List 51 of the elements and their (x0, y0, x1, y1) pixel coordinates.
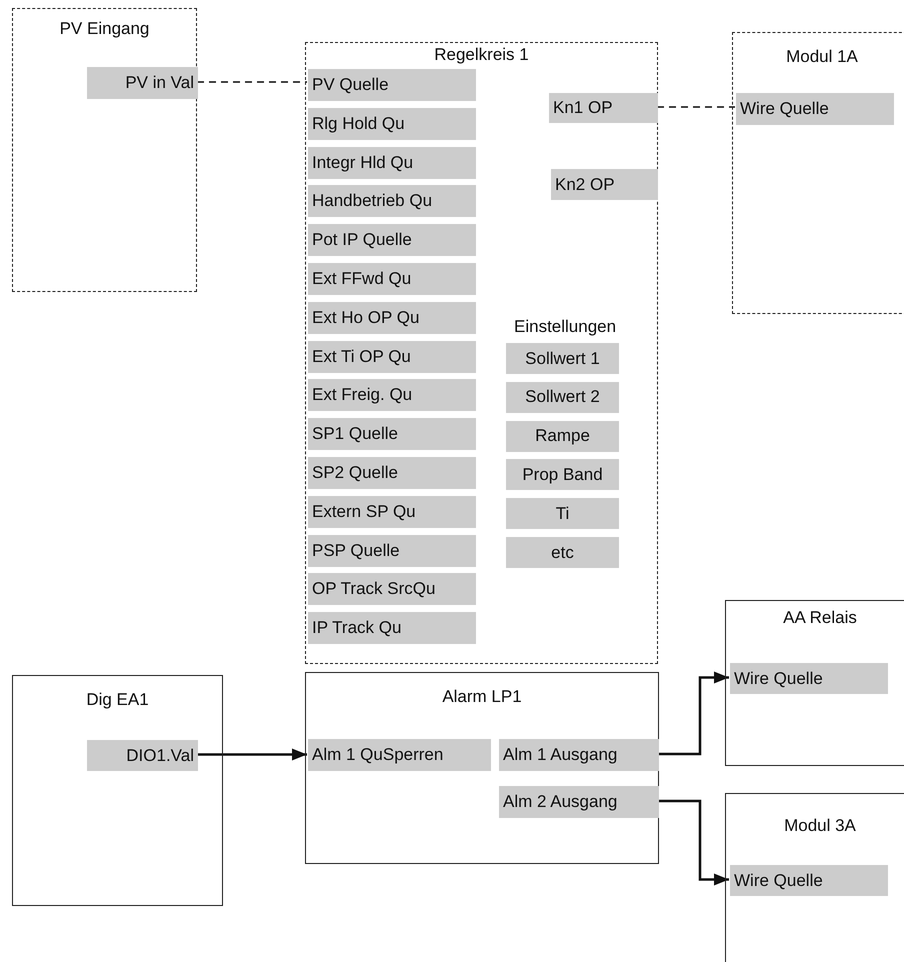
parameter-field: Alm 2 Ausgang (499, 786, 659, 818)
parameter-field: Rampe (506, 420, 619, 452)
block-title: Regelkreis 1 (433, 45, 530, 65)
parameter-field: Ext Ho OP Qu (308, 302, 476, 334)
parameter-field: Extern SP Qu (308, 496, 476, 528)
dashed-block-frame (305, 42, 658, 664)
group-heading: Einstellungen (514, 317, 616, 337)
parameter-field: Handbetrieb Qu (308, 185, 476, 218)
block-title: Alarm LP1 (441, 687, 523, 707)
parameter-field: etc (506, 537, 619, 568)
connector-line (197, 81, 307, 83)
block-frame (725, 600, 904, 766)
parameter-field: SP1 Quelle (308, 418, 476, 450)
parameter-field: Alm 1 Ausgang (499, 739, 659, 771)
parameter-field: Pot IP Quelle (308, 224, 476, 256)
parameter-field: IP Track Qu (308, 612, 476, 644)
arrow (197, 748, 307, 760)
connector-line (657, 106, 735, 108)
dashed-block-frame (732, 32, 904, 314)
parameter-field: Wire Quelle (730, 865, 888, 896)
parameter-field: Prop Band (506, 459, 619, 490)
block-title: Modul 3A (783, 816, 857, 836)
parameter-field: SP2 Quelle (308, 457, 476, 489)
block-frame (12, 675, 223, 906)
block-title: Dig EA1 (85, 690, 150, 710)
arrow (658, 800, 729, 886)
parameter-field: Sollwert 2 (506, 382, 619, 413)
parameter-field: DIO1.Val (87, 740, 198, 771)
parameter-field: Rlg Hold Qu (308, 108, 476, 140)
block-title: Modul 1A (785, 47, 859, 67)
parameter-field: Integr Hld Qu (308, 146, 476, 179)
parameter-field: Ext Freig. Qu (308, 379, 476, 412)
parameter-field: Kn1 OP (549, 93, 658, 123)
parameter-field: Wire Quelle (736, 93, 894, 125)
dashed-block-frame (12, 8, 197, 292)
block-frame (305, 672, 659, 864)
parameter-field: Ti (506, 498, 619, 530)
block-title: AA Relais (782, 608, 858, 628)
parameter-field: Wire Quelle (730, 663, 888, 694)
parameter-field: Ext FFwd Qu (308, 263, 476, 295)
parameter-field: OP Track SrcQu (308, 573, 476, 606)
parameter-field: Sollwert 1 (506, 343, 619, 374)
parameter-field: Alm 1 QuSperren (308, 739, 491, 771)
block-frame (725, 793, 904, 962)
parameter-field: Kn2 OP (551, 169, 658, 200)
arrow (658, 672, 729, 756)
parameter-field: Ext Ti OP Qu (308, 340, 476, 373)
parameter-field: PV in Val (87, 67, 198, 99)
parameter-field: PSP Quelle (308, 534, 476, 567)
block-title: PV Eingang (58, 19, 150, 39)
parameter-field: PV Quelle (308, 69, 476, 101)
